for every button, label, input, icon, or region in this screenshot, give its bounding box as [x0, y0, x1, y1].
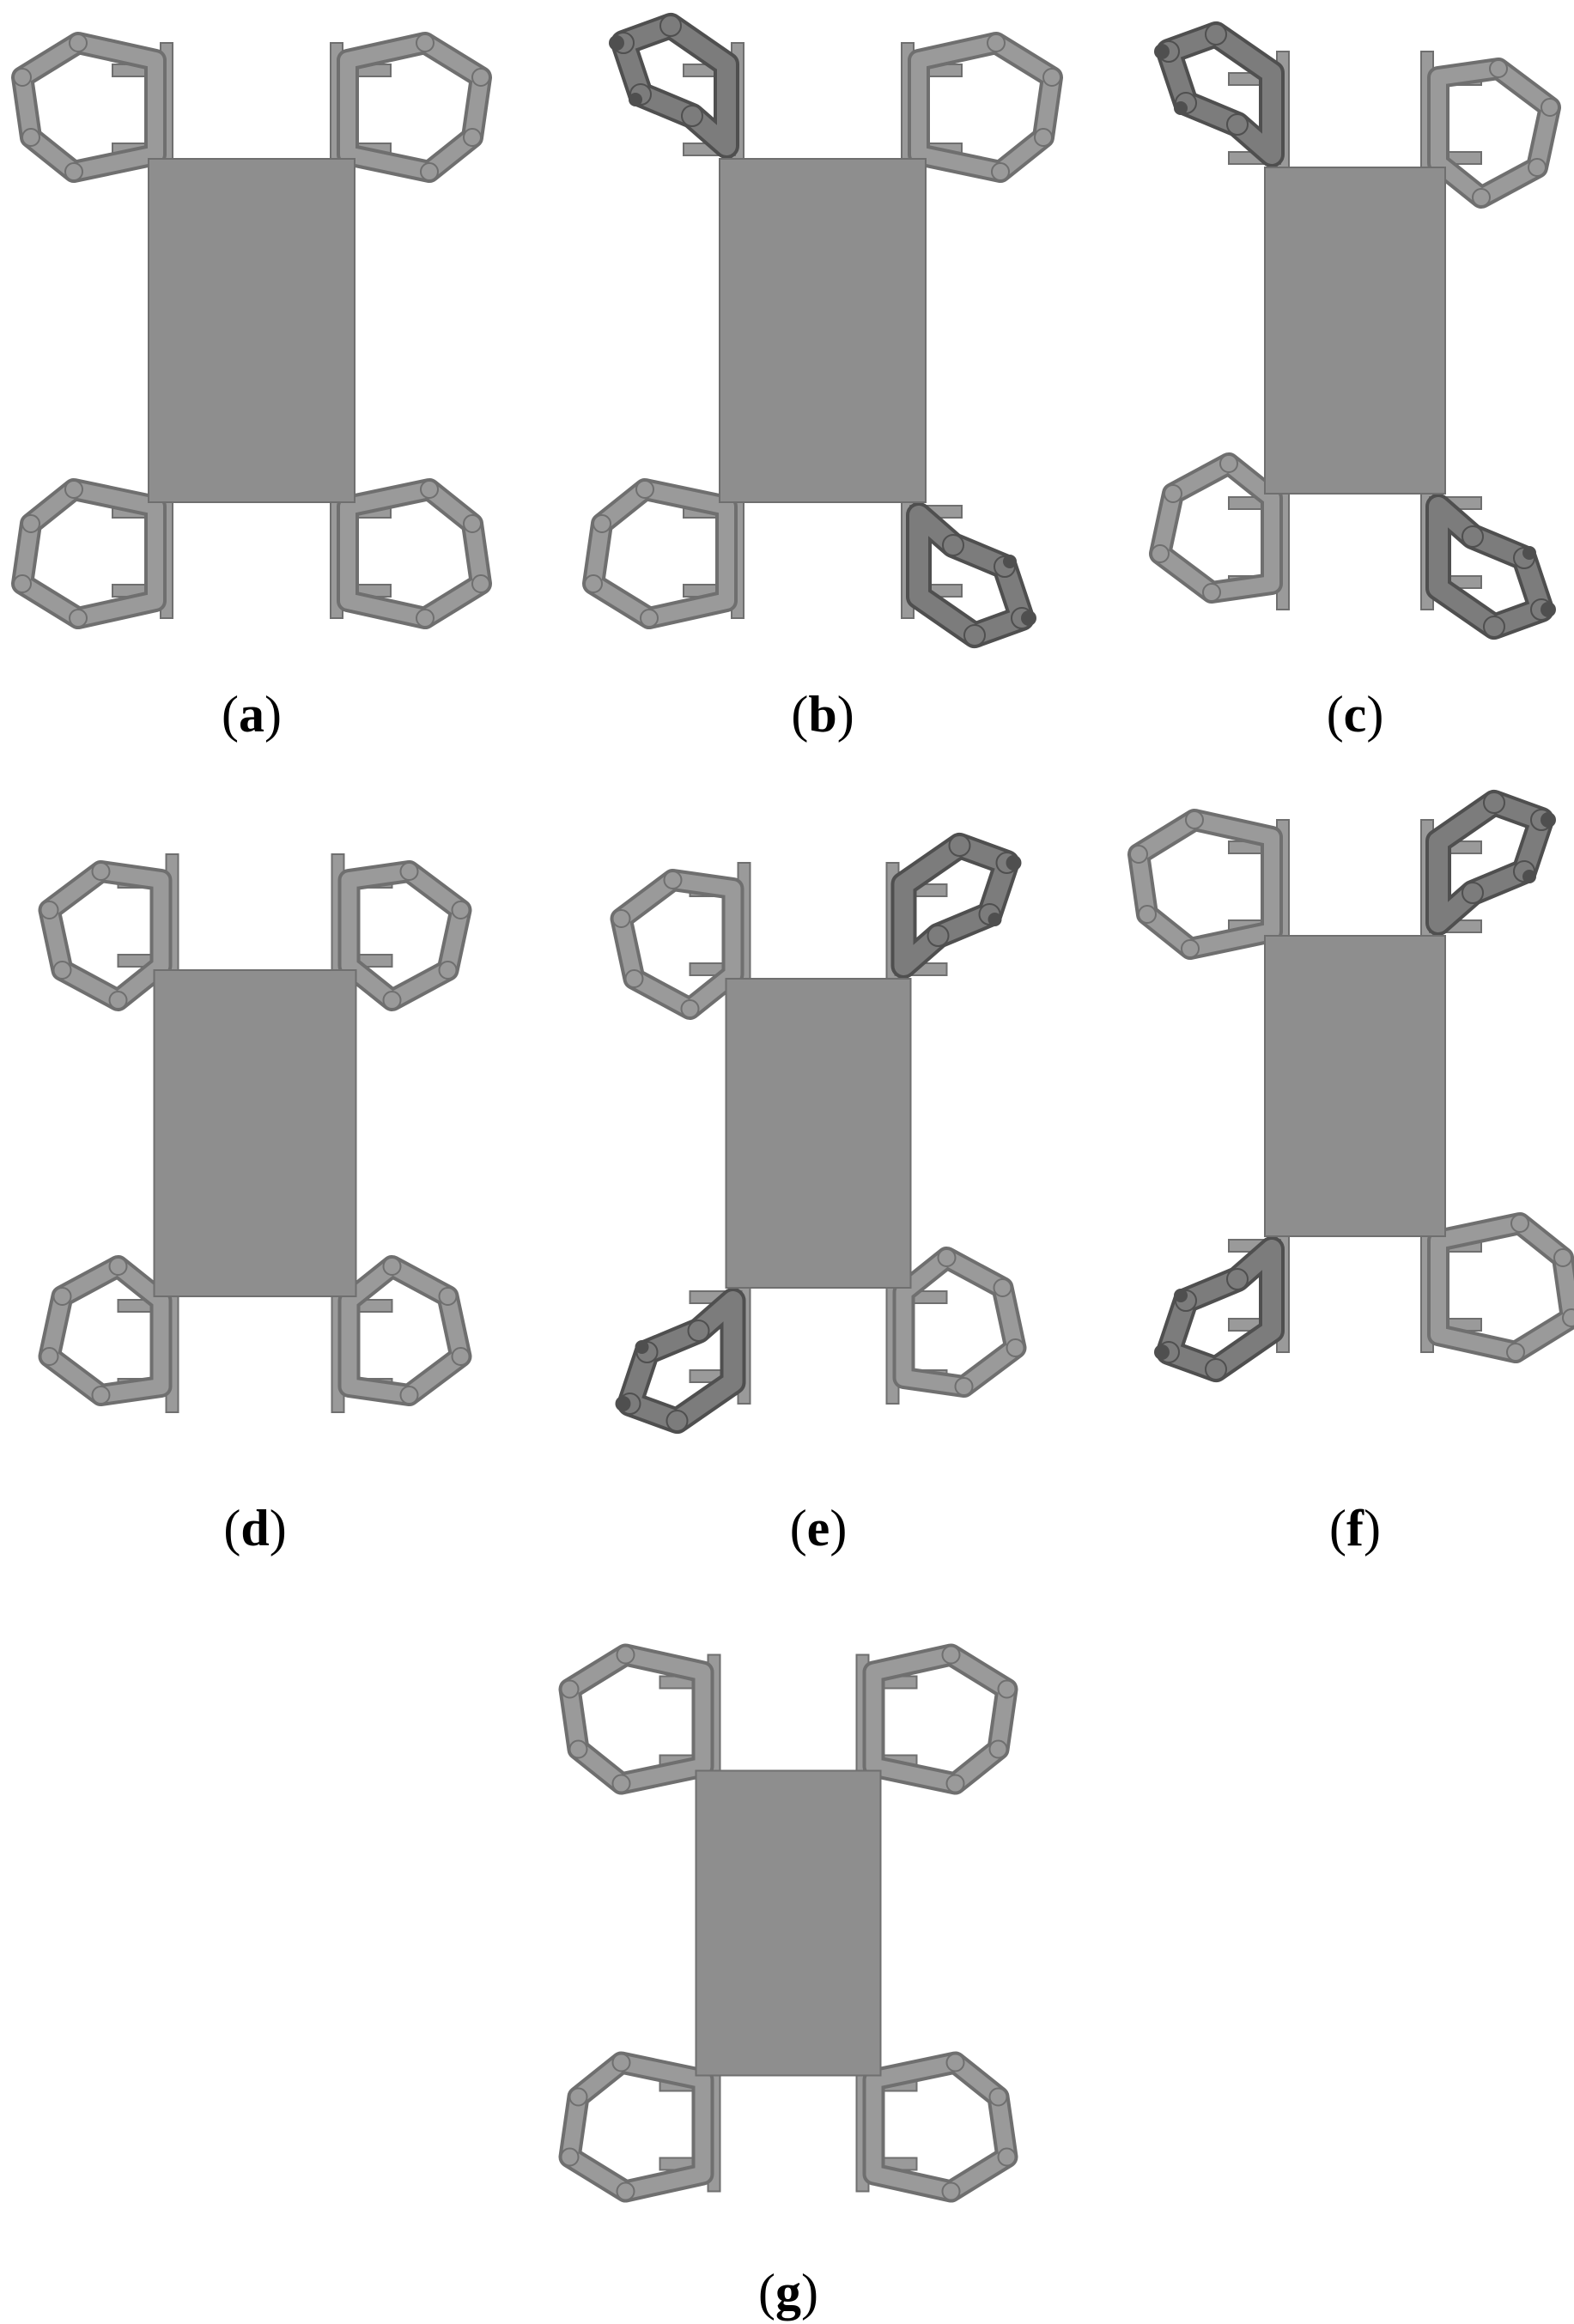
leg-front-right — [885, 833, 1022, 1027]
panel-label-f: (f) — [1329, 1500, 1381, 1556]
robot-body — [695, 1769, 882, 2077]
robot-body — [725, 978, 912, 1289]
robot-body — [153, 969, 357, 1297]
panel-f — [1127, 790, 1574, 1382]
panel-g — [558, 1643, 1018, 2203]
robot-body — [719, 158, 927, 503]
panel-label-a: (a) — [222, 686, 282, 743]
leg-front-right — [1420, 51, 1561, 215]
panel-c — [1149, 21, 1561, 640]
leg-rear-right — [331, 1248, 472, 1413]
panel-label-d: (d) — [223, 1500, 286, 1556]
robot-body — [1264, 935, 1446, 1237]
panel-a — [11, 32, 492, 629]
panel-label-g: (g) — [758, 2264, 818, 2321]
leg-rear-left — [38, 1248, 179, 1413]
leg-rear-right — [1420, 446, 1556, 640]
panel-b — [582, 13, 1063, 648]
robot-body — [1264, 167, 1446, 495]
leg-front-left — [558, 1643, 721, 1819]
leg-rear-right — [901, 454, 1036, 648]
leg-rear-left — [1154, 1188, 1290, 1382]
leg-front-left — [1154, 21, 1290, 215]
panel-label-b: (b) — [791, 686, 854, 743]
panel-label-c: (c) — [1327, 686, 1384, 743]
panel-d — [38, 853, 472, 1413]
panel-e — [610, 833, 1027, 1434]
panel-label-e: (e) — [790, 1500, 848, 1556]
robot-body — [148, 158, 356, 503]
